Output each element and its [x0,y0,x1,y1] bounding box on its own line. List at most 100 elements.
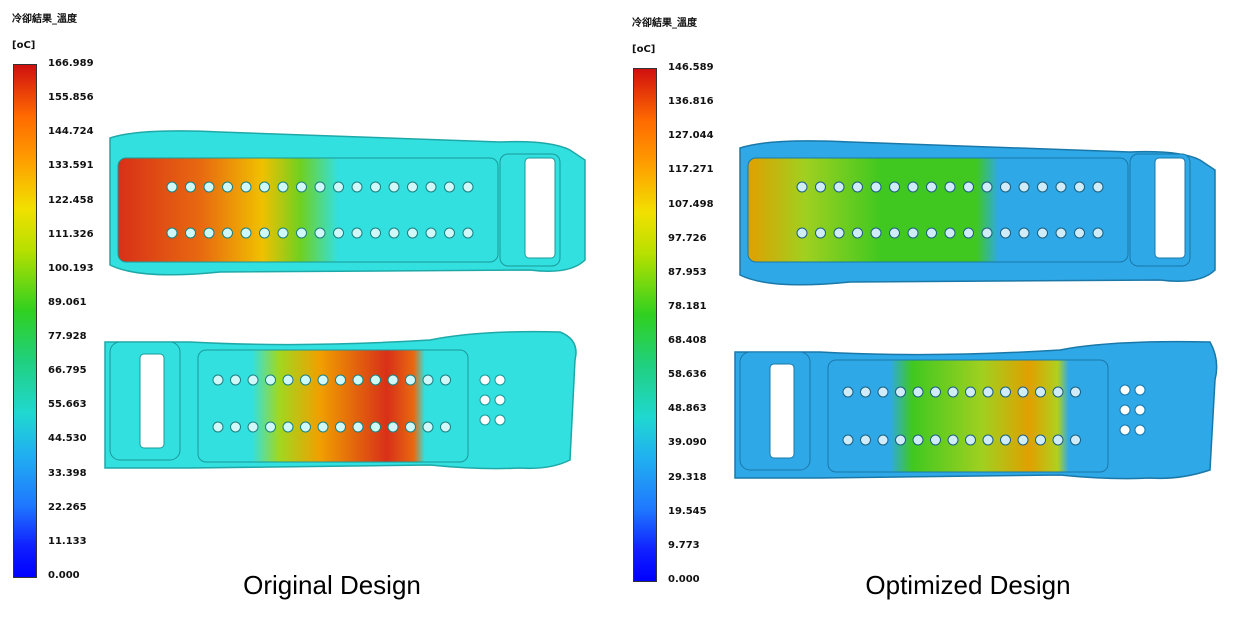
cooling-hole [282,374,294,386]
cooling-hole [912,434,924,446]
design-caption: Original Design [243,570,421,600]
scale-tick-label: 127.044 [668,130,714,142]
temperature-color-scale [13,64,37,578]
scale-tick-label: 77.928 [48,331,87,343]
cooling-hole [166,227,178,239]
cooling-hole [930,434,941,446]
scale-tick-label: 55.663 [48,399,87,411]
cooling-hole [230,374,241,386]
cooling-hole [185,227,196,239]
cooling-hole [870,227,882,239]
cooling-hole [440,374,451,386]
cooling-hole [1037,227,1048,239]
cooling-hole [1000,181,1011,193]
scale-tick-label: 0.000 [668,574,700,585]
cooling-hole [212,421,224,433]
cooling-hole [462,181,474,193]
cooling-hole [1055,227,1067,239]
scale-tick-label: 136.816 [668,96,714,108]
scale-tick-label: 133.591 [48,160,94,172]
temperature-color-scale [633,68,657,582]
cooling-hole [333,181,344,193]
cooling-hole [947,434,959,446]
scale-tick-label: 111.326 [48,228,94,240]
cooling-hole [185,181,196,193]
cooling-hole [314,181,326,193]
cooling-hole [335,421,346,433]
cooling-hole [1035,386,1046,398]
cooling-hole [815,181,826,193]
scale-tick-label: 166.989 [48,58,94,69]
cooling-hole [444,227,455,239]
cooling-hole [300,374,311,386]
cooling-hole [870,181,882,193]
scale-tick-label: 122.458 [48,194,94,206]
cooling-hole [947,386,959,398]
cooling-hole [963,181,974,193]
cooling-hole [1017,434,1029,446]
cooling-hole [1018,181,1030,193]
cooling-hole [796,227,808,239]
cooling-hole [388,227,400,239]
cooling-hole [247,374,259,386]
cooling-hole [1000,227,1011,239]
cooling-hole [842,434,854,446]
cooling-hole [926,227,937,239]
cooling-hole [314,227,326,239]
cooling-hole [1070,434,1081,446]
scale-tick-label: 9.773 [668,539,700,551]
cooling-hole [265,421,276,433]
cooling-hole [842,386,854,398]
cooling-hole [889,181,900,193]
cooling-hole [422,374,434,386]
cooling-hole [982,434,994,446]
cooling-hole [317,421,329,433]
cooling-hole [852,227,863,239]
cooling-hole [296,181,307,193]
cooling-hole [877,386,889,398]
cooling-hole [965,386,976,398]
scale-tick-label: 78.181 [668,300,707,312]
cooling-hole [895,386,906,398]
cooling-hole [907,227,919,239]
cooling-hole [926,181,937,193]
cooling-hole [277,181,289,193]
cooling-hole [907,181,919,193]
cooling-hole [370,227,381,239]
cooling-hole [1074,227,1085,239]
cooling-hole [352,421,364,433]
cooling-hole [1055,181,1067,193]
cooling-hole [352,374,364,386]
cooling-hole [333,227,344,239]
cooling-hole [407,227,418,239]
cooling-hole [240,227,252,239]
cooling-hole [388,181,400,193]
scale-tick-label: 117.271 [668,164,714,176]
scale-tick-label: 146.589 [668,62,714,73]
cooling-hole [212,374,224,386]
cooling-hole [912,386,924,398]
cooling-hole [370,181,381,193]
upper-part [109,130,586,276]
unit-label: [oC] [632,44,656,55]
cooling-hole [387,421,399,433]
cooling-hole [796,181,808,193]
unit-label: [oC] [12,40,36,51]
cooling-hole [815,227,826,239]
cooling-hole [1052,386,1064,398]
cooling-hole [1018,227,1030,239]
cooling-hole [351,181,363,193]
design-caption: Optimized Design [865,570,1071,600]
cooling-hole [930,386,941,398]
cooling-hole [265,374,276,386]
cooling-hole [1070,386,1081,398]
scale-tick-label: 87.953 [668,266,707,278]
scale-tick-label: 100.193 [48,262,94,274]
lower-part [734,340,1218,480]
cooling-hole [1074,181,1085,193]
scale-tick-label: 29.318 [668,471,707,483]
cooling-hole [1037,181,1048,193]
cooling-hole [335,374,346,386]
cooling-hole [425,227,437,239]
cooling-hole [1017,386,1029,398]
